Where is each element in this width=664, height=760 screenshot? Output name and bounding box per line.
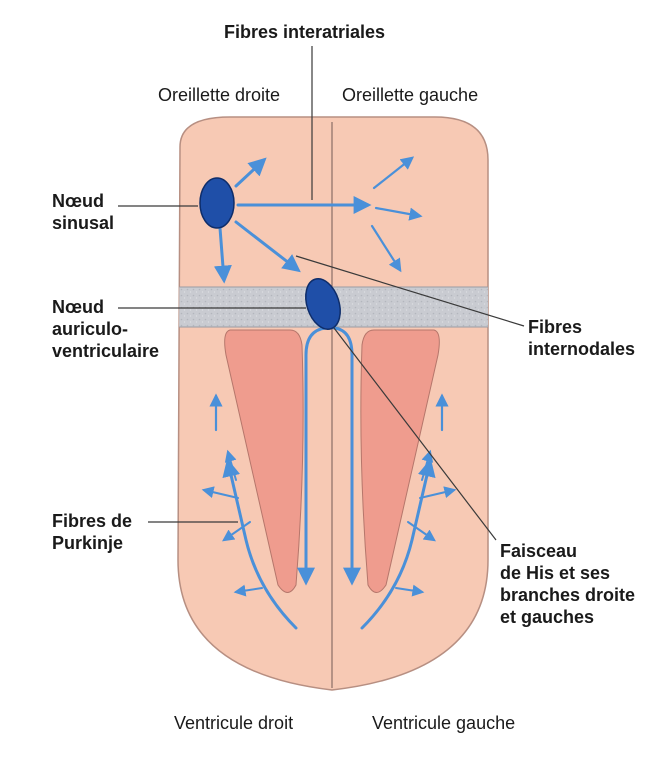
- internodal-arrow: [234, 220, 301, 273]
- internodal-label: Fibres internodales: [528, 317, 636, 359]
- his-bundle-label: Faisceau de His et ses branches droite e…: [500, 541, 636, 627]
- conduction-pathways: [201, 156, 457, 630]
- sinus-up-arrow: [234, 157, 267, 188]
- left-ventricle-label: Ventricule gauche: [372, 713, 516, 733]
- his-leader: [333, 327, 497, 541]
- right-ventricle-cavity: [224, 329, 304, 593]
- left-atrium-label: Oreillette gauche: [342, 85, 479, 105]
- right-atrium-label: Oreillette droite: [158, 85, 281, 105]
- diagram-title: Fibres interatriales: [224, 22, 386, 42]
- purkinje-label: Fibres de Purkinje: [52, 511, 133, 553]
- sinus-node: [199, 177, 235, 229]
- leader-lines: [118, 46, 525, 541]
- internodal-leader: [295, 255, 525, 327]
- his-left-branch: [332, 326, 361, 586]
- right-ventricle-label: Ventricule droit: [174, 713, 294, 733]
- left-ventricle-cavity: [360, 329, 440, 593]
- sinus-down-arrow: [213, 226, 232, 284]
- av-node: [305, 278, 341, 330]
- sinus-node-label: Nœud sinusal: [52, 191, 115, 233]
- his-right-branch: [297, 326, 328, 586]
- av-node-label: Nœud auriculo- ventriculaire: [52, 297, 160, 361]
